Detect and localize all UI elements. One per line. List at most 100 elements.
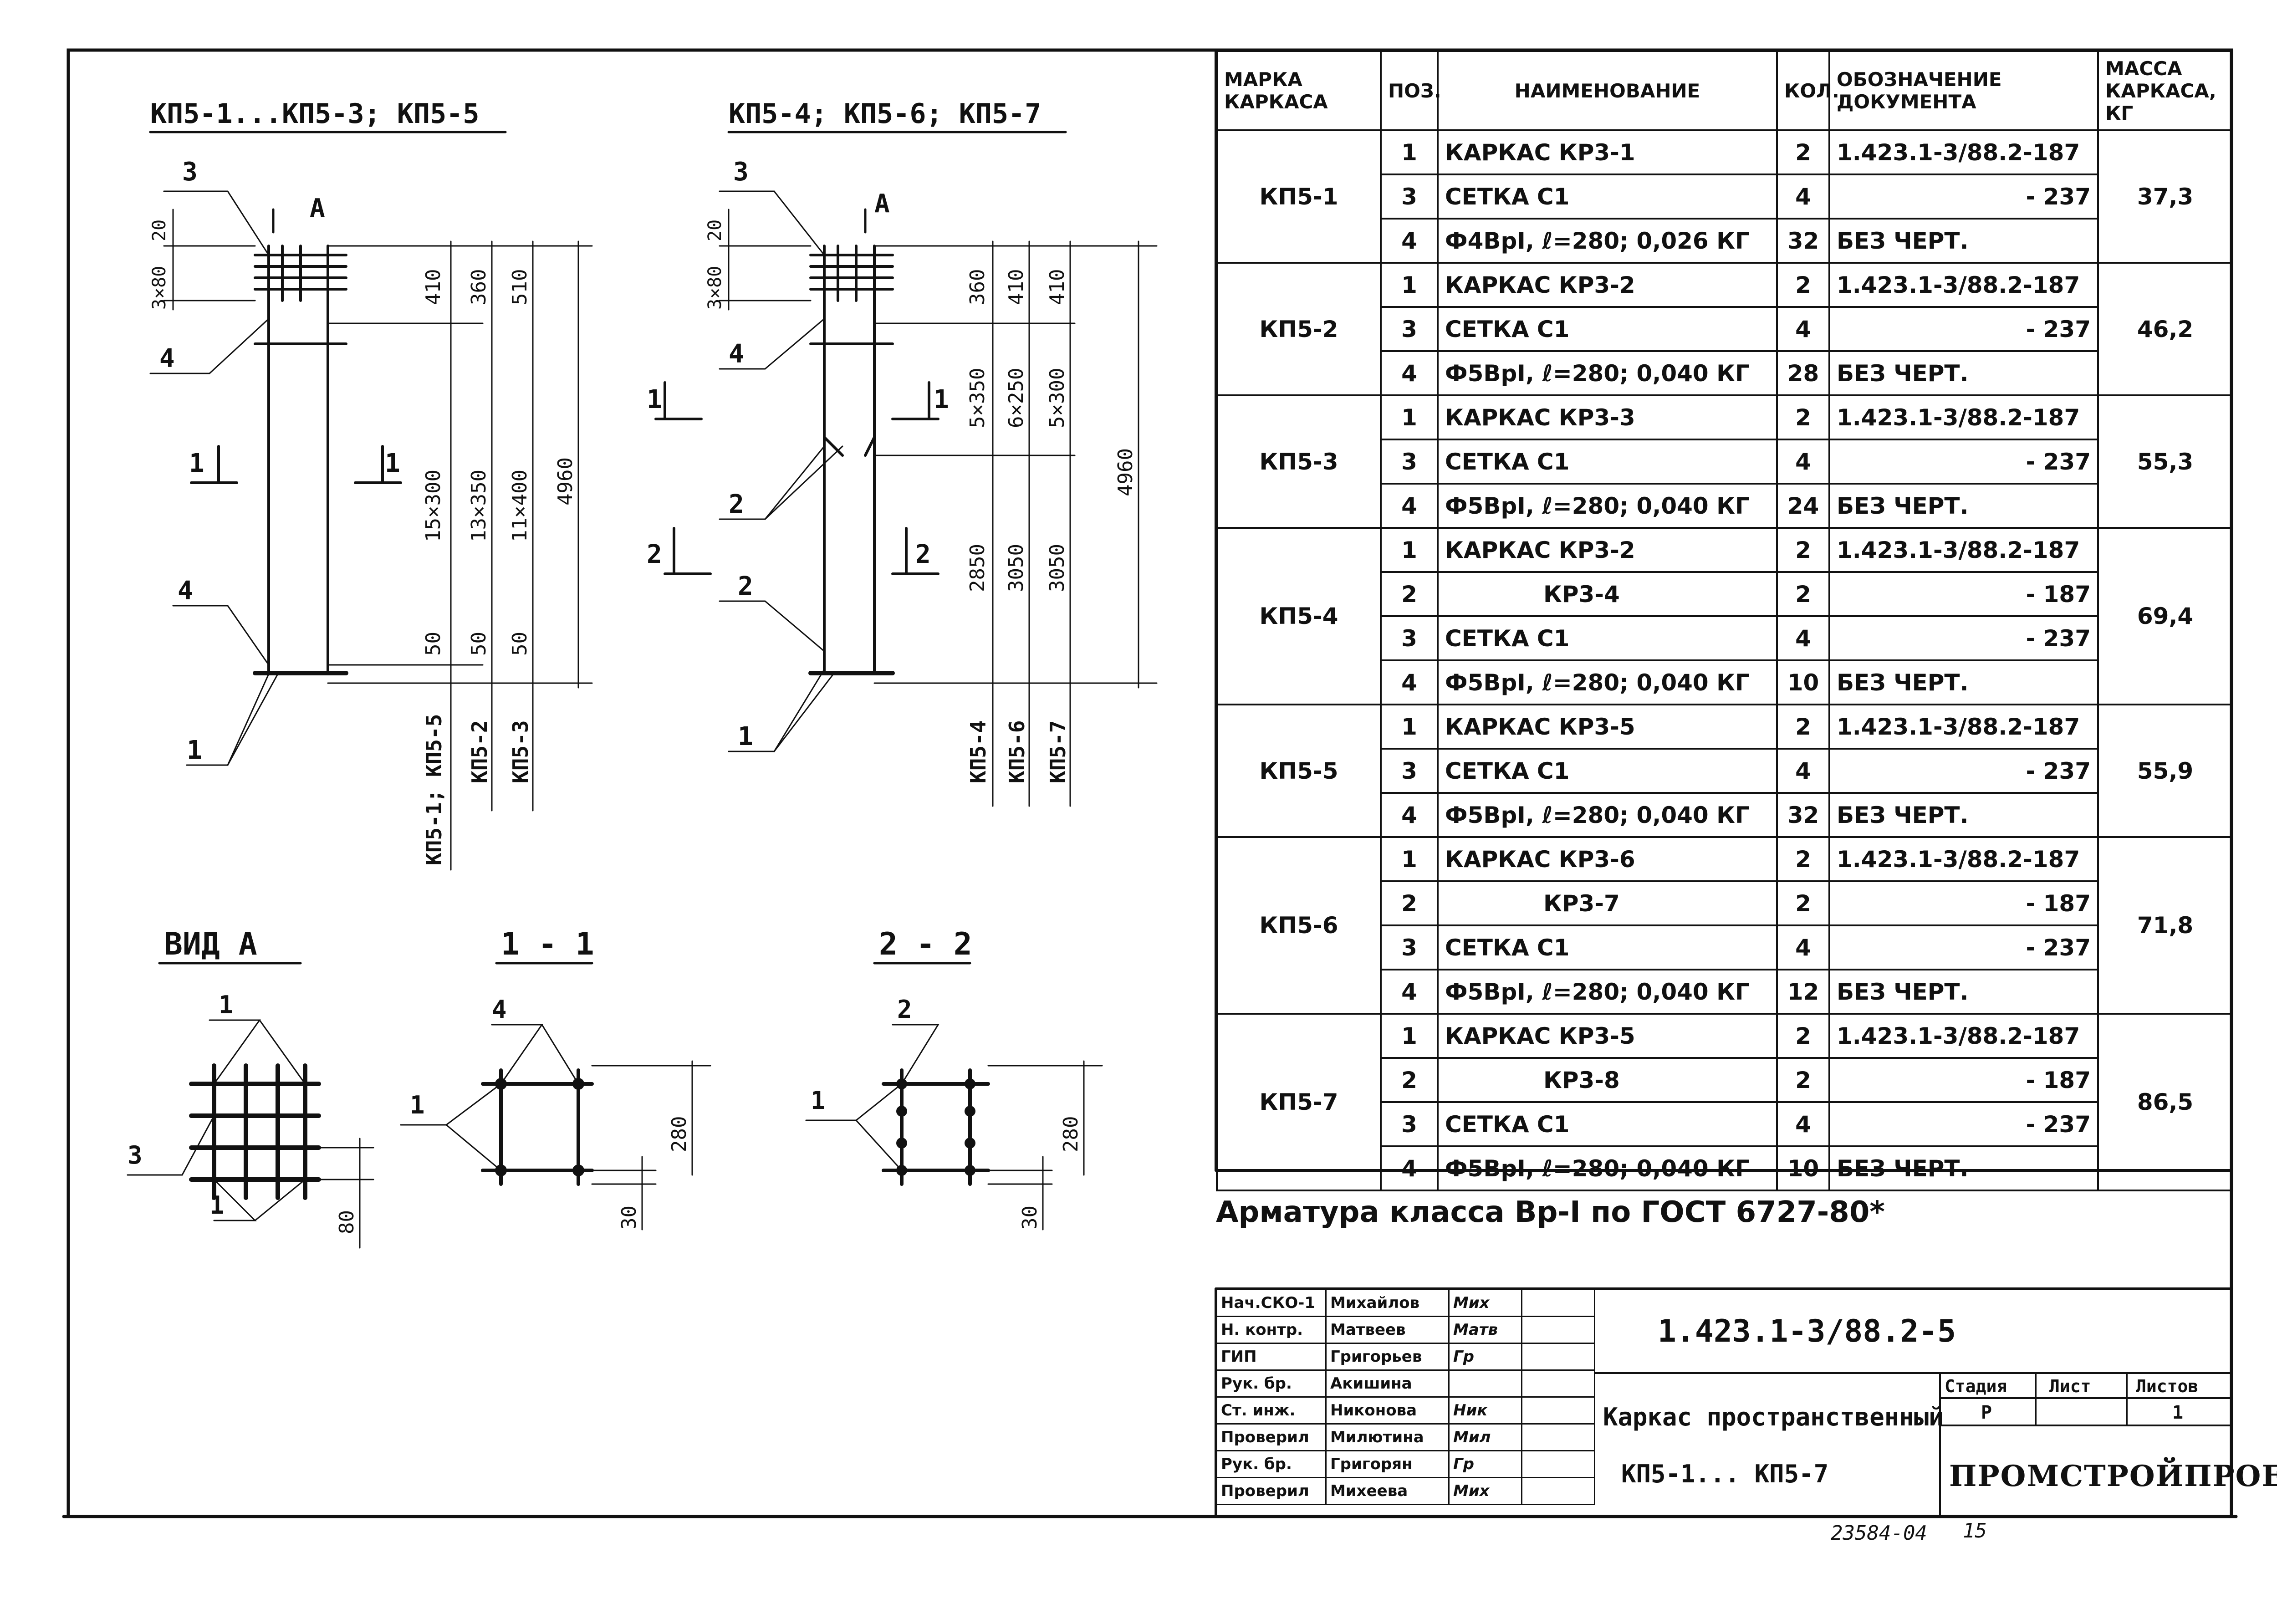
spec-mark: КП5-4 (1216, 527, 1382, 705)
spec-pos: 3 (1380, 615, 1439, 661)
stamp-person: Матвеев (1325, 1316, 1450, 1344)
stamp-person: Михайлов (1325, 1289, 1450, 1317)
spec-doc: - 237 (1828, 306, 2099, 352)
left-label-kp51-kp55: КП5-1; КП5-5 (422, 714, 446, 865)
stamp-person: Милютина (1325, 1423, 1450, 1451)
sec11-leaders (400, 1024, 711, 1231)
left-leaders (149, 190, 402, 766)
spec-doc: 1.423.1-3/88.2-187 (1828, 836, 2099, 882)
spec-doc: 1.423.1-3/88.2-187 (1828, 394, 2099, 440)
spec-pos: 3 (1380, 1101, 1439, 1147)
spec-name: Ф4ВрI, ℓ=280; 0,026 КГ (1437, 218, 1778, 264)
right-label-kp56: КП5-6 (1005, 720, 1029, 783)
stamp-role: Рук. бр. (1216, 1450, 1327, 1478)
spec-doc: - 237 (1828, 1101, 2099, 1147)
right-dim-6x250: 6×250 (1005, 368, 1028, 428)
spec-qty: 4 (1776, 439, 1830, 485)
spec-mass: 37,3 (2097, 129, 2233, 264)
spec-pos: 3 (1380, 174, 1439, 220)
right-label-kp57: КП5-7 (1046, 720, 1070, 783)
stamp-sheets-value: 1 (2172, 1402, 2184, 1423)
spec-pos: 4 (1380, 969, 1439, 1015)
spec-name: Ф5ВрI, ℓ=280; 0,040 КГ (1437, 659, 1778, 705)
elev-left-title: КП5-1...КП5-3; КП5-5 (150, 98, 480, 130)
stamp-doc-code: 1.423.1-3/88.2-5 (1658, 1313, 1956, 1349)
spec-pos: 4 (1380, 659, 1439, 705)
left-label-kp53: КП5-3 (508, 720, 533, 783)
view-a-title: ВИД А (164, 926, 257, 962)
spec-doc: - 187 (1828, 880, 2099, 926)
left-pos-3: 3 (182, 157, 198, 187)
spec-name: СЕТКА С1 (1437, 1101, 1778, 1147)
view-a-pos-1-bottom: 1 (209, 1191, 225, 1220)
spec-mark: КП5-5 (1216, 704, 1382, 838)
spec-qty: 4 (1776, 748, 1830, 794)
left-dim-360: 360 (467, 269, 490, 305)
spec-pos: 1 (1380, 1013, 1439, 1059)
stamp-role: Проверил (1216, 1423, 1327, 1451)
stamp-signature: Гр (1448, 1450, 1522, 1478)
spec-qty: 4 (1776, 174, 1830, 220)
sec22-dim-30: 30 (1018, 1205, 1041, 1230)
spec-name: СЕТКА С1 (1437, 174, 1778, 220)
spec-mark: КП5-6 (1216, 836, 1382, 1015)
right-dim-5x350: 5×350 (966, 368, 989, 428)
sec22-title: 2 - 2 (879, 926, 972, 962)
spec-doc: - 187 (1828, 1057, 2099, 1103)
spec-mark: КП5-1 (1216, 129, 1382, 264)
spec-name: СЕТКА С1 (1437, 615, 1778, 661)
rebar-note: Арматура класса Вр-I по ГОСТ 6727-80* (1216, 1195, 1885, 1229)
spec-name: КАРКАС КР3-1 (1437, 129, 1778, 175)
spec-qty: 2 (1776, 1013, 1830, 1059)
view-a-dim-80: 80 (335, 1210, 358, 1234)
right-dim-410-b: 410 (1046, 269, 1069, 305)
spec-qty: 12 (1776, 969, 1830, 1015)
right-pos-3: 3 (733, 157, 749, 187)
spec-mass: 46,2 (2097, 262, 2233, 396)
spec-doc: - 237 (1828, 174, 2099, 220)
right-pos-2-a: 2 (729, 490, 744, 519)
left-elevation (253, 208, 348, 675)
left-label-kp52: КП5-2 (467, 720, 492, 783)
spec-qty: 2 (1776, 1057, 1830, 1103)
spec-pos: 1 (1380, 704, 1439, 750)
right-dim-360: 360 (966, 269, 989, 305)
stamp-signature (1448, 1369, 1522, 1398)
view-a-grid (189, 1063, 321, 1200)
left-section-1-b: 1 (385, 449, 400, 478)
spec-pos: 1 (1380, 262, 1439, 308)
stamp-date-cell (1521, 1343, 1595, 1371)
left-dim-50-c: 50 (508, 632, 531, 656)
spec-mass: 71,8 (2097, 836, 2233, 1015)
spec-pos: 1 (1380, 836, 1439, 882)
col-doc: ОБОЗНАЧЕНИЕ ДОКУМЕНТА (1828, 50, 2099, 131)
specification-table: МАРКА КАРКАСА ПОЗ. НАИМЕНОВАНИЕ КОЛ. ОБО… (1216, 50, 2233, 1191)
spec-name: КАРКАС КР3-3 (1437, 394, 1778, 440)
spec-pos: 3 (1380, 748, 1439, 794)
stamp-person: Михеева (1325, 1477, 1450, 1505)
spec-qty: 2 (1776, 704, 1830, 750)
spec-qty: 10 (1776, 1145, 1830, 1191)
stamp-date-cell (1521, 1450, 1595, 1478)
spec-pos: 2 (1380, 1057, 1439, 1103)
spec-mass: 55,9 (2097, 704, 2233, 838)
spec-qty: 2 (1776, 394, 1830, 440)
spec-doc: - 237 (1828, 924, 2099, 970)
left-dim-410: 410 (422, 269, 445, 305)
spec-pos: 1 (1380, 129, 1439, 175)
